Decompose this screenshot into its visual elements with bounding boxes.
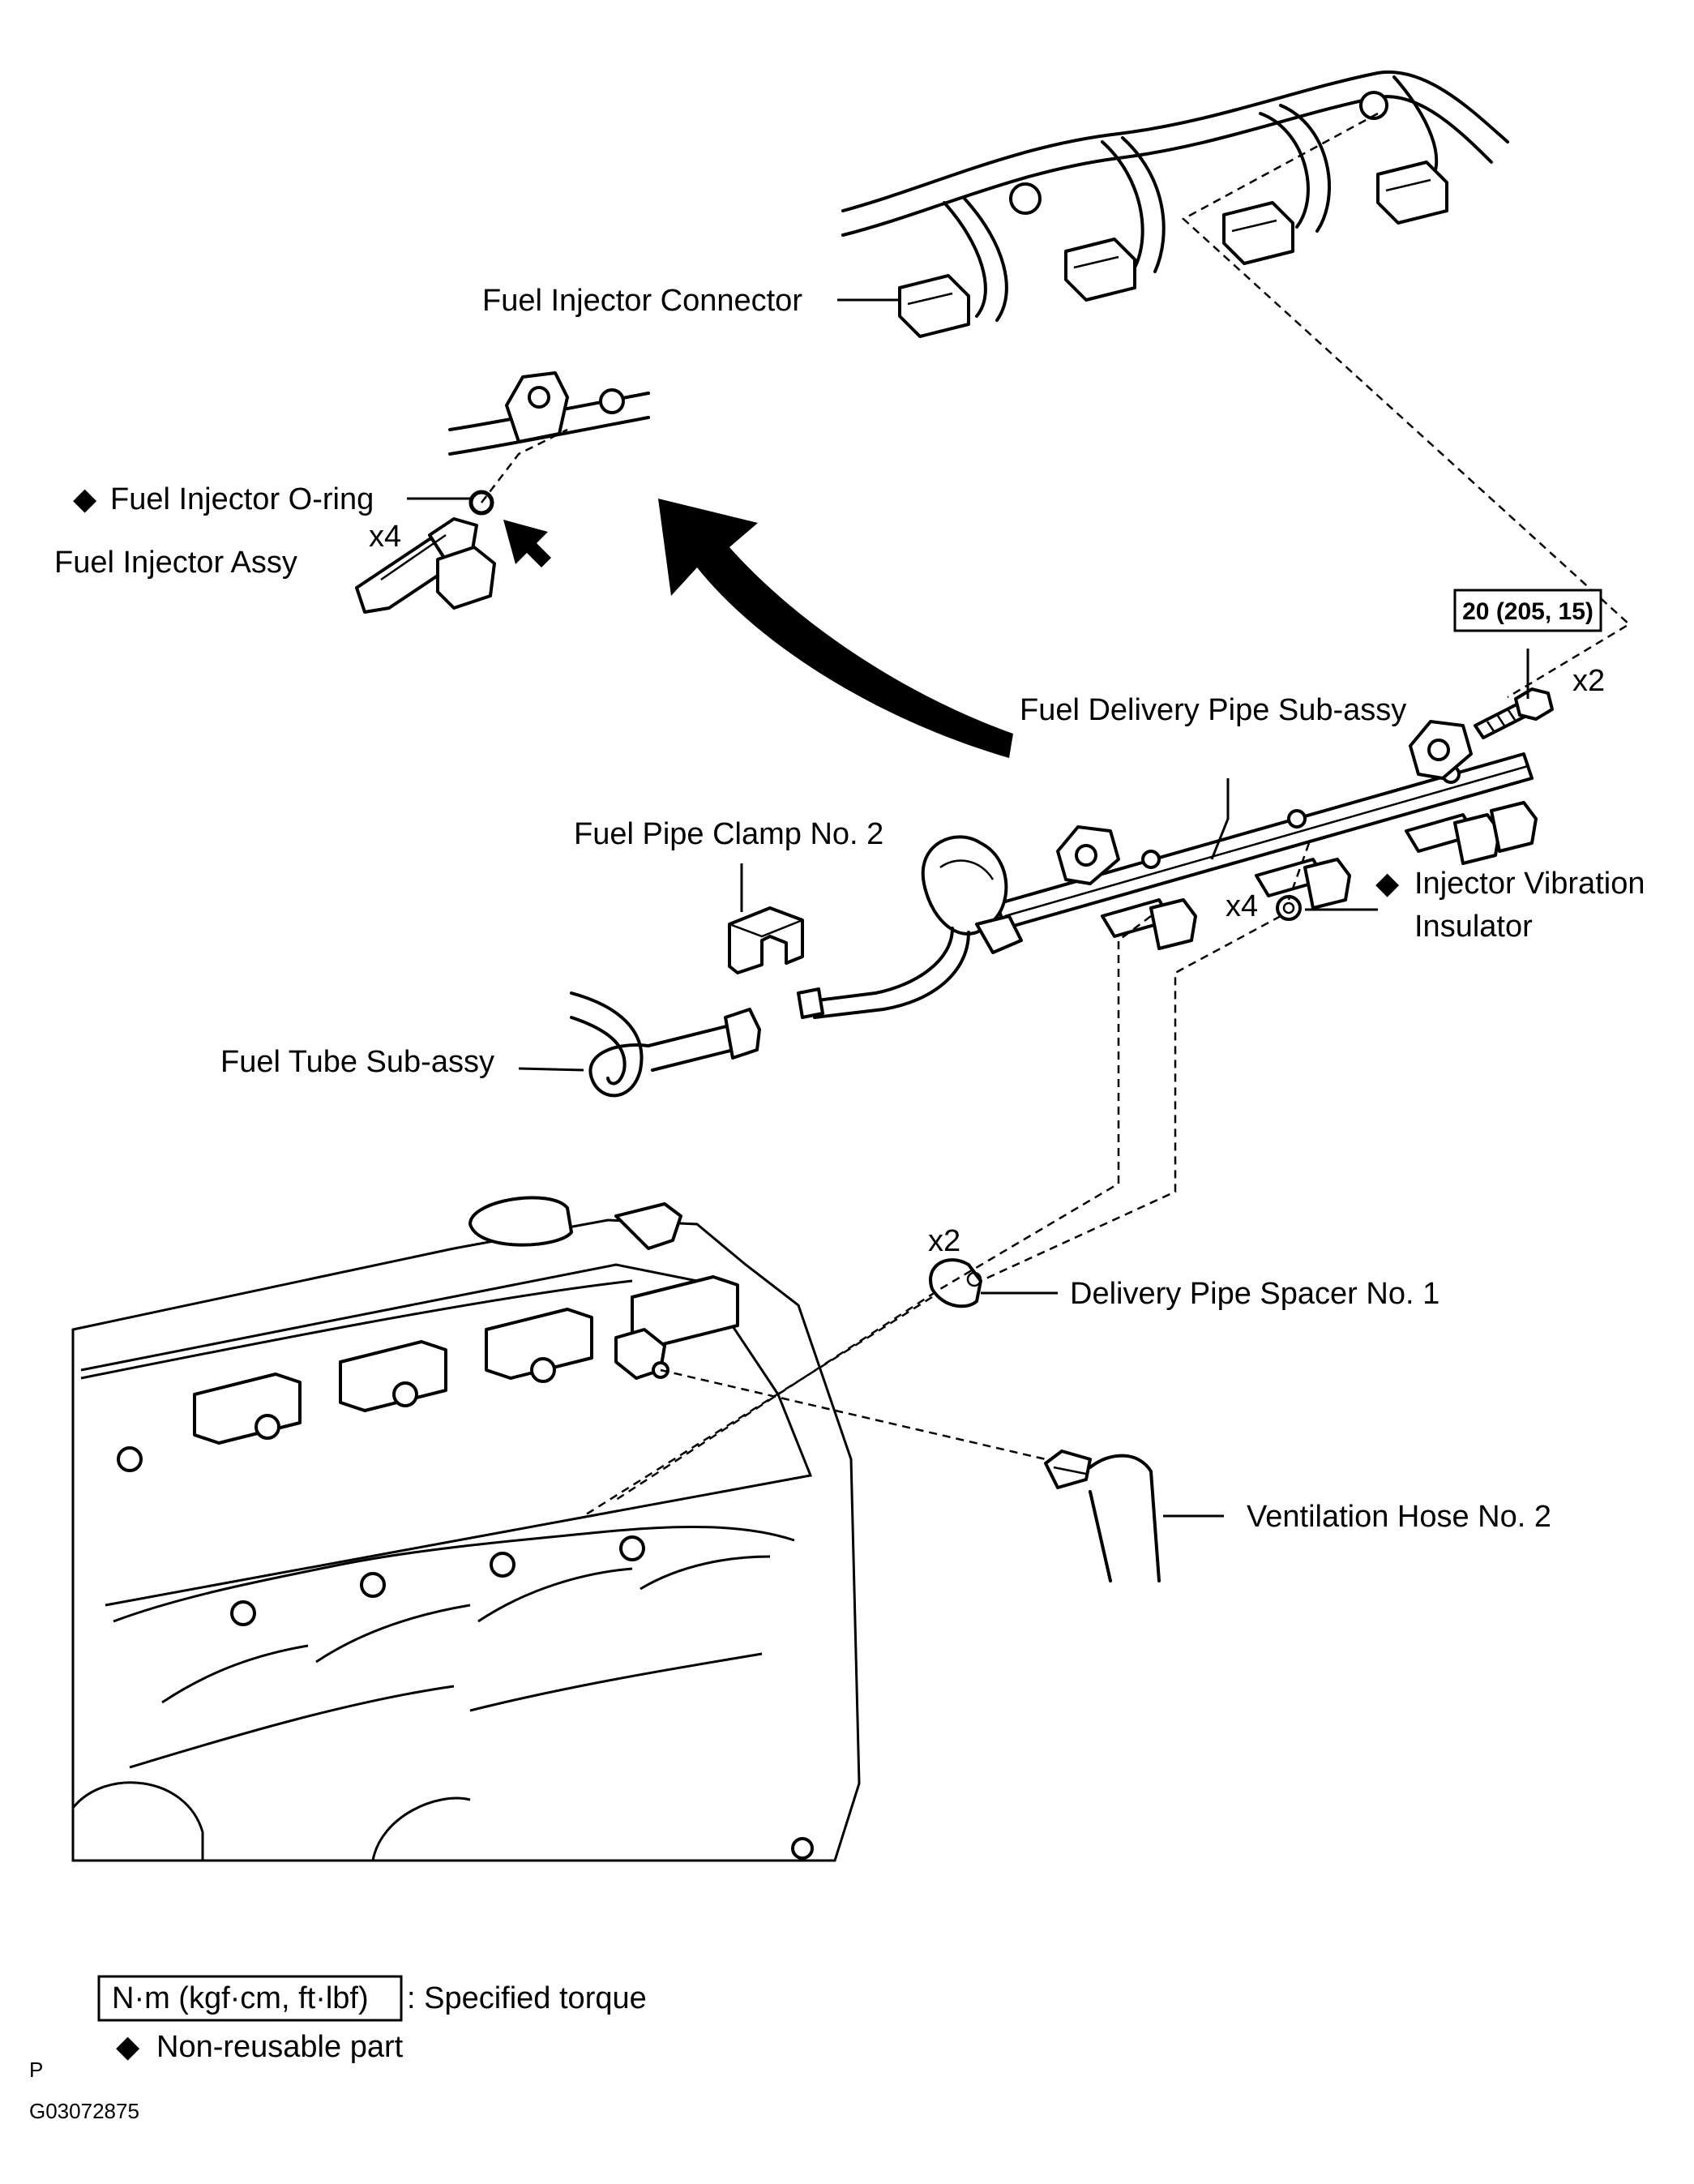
label-fuel-injector-connector: Fuel Injector Connector xyxy=(482,284,802,318)
torque-box xyxy=(1453,589,1602,632)
legend-nonreusable-desc: Non-reusable part xyxy=(156,2030,404,2064)
label-insulator-qty: x4 xyxy=(1226,889,1258,923)
insert-arrow xyxy=(503,520,551,567)
label-injector-qty: x4 xyxy=(369,520,401,554)
fuel-delivery-pipe xyxy=(797,720,1538,1019)
fuel-tube-shape xyxy=(570,991,761,1098)
label-injector-vibration-insulator-2: Insulator xyxy=(1414,910,1533,944)
page-letter: P xyxy=(29,2058,43,2082)
injector-vibration-insulator-shape xyxy=(1276,895,1302,921)
connector-1 xyxy=(898,274,970,338)
fuel-injector-assy-shape xyxy=(355,517,496,614)
legend-torque-box xyxy=(97,1975,403,2022)
fuel-pipe-clamp-shape xyxy=(728,906,804,974)
label-fuel-injector-oring: Fuel Injector O-ring xyxy=(110,482,374,516)
connector-4 xyxy=(1376,161,1448,225)
diamond-icon: ◆ xyxy=(1375,867,1400,901)
bolt xyxy=(1474,687,1554,739)
label-fuel-injector-assy: Fuel Injector Assy xyxy=(54,546,297,580)
engine-block xyxy=(71,1196,861,1862)
guide-lines xyxy=(481,112,1632,1518)
diamond-icon: ◆ xyxy=(73,482,97,516)
delivery-pipe-spacer-shape xyxy=(929,1258,982,1308)
legend-torque-desc: : Specified torque xyxy=(407,1981,647,2015)
figure-id: G03072875 xyxy=(29,2099,139,2123)
label-bolt-qty: x2 xyxy=(1572,664,1605,698)
diamond-icon: ◆ xyxy=(116,2030,140,2064)
label-spacer-qty: x2 xyxy=(928,1224,960,1258)
torque-value: 20 (205, 15) xyxy=(1462,598,1593,625)
legend: N·m (kgf·cm, ft·lbf) : Specified torque … xyxy=(97,1975,647,2064)
connector-2 xyxy=(1064,238,1136,302)
wire-harness xyxy=(841,70,1509,338)
legend-torque-units: N·m (kgf·cm, ft·lbf) xyxy=(112,1981,369,2015)
connector-3 xyxy=(1222,201,1294,265)
label-fuel-pipe-clamp: Fuel Pipe Clamp No. 2 xyxy=(574,817,883,851)
big-curved-arrow xyxy=(658,499,1013,758)
label-ventilation-hose: Ventilation Hose No. 2 xyxy=(1247,1500,1551,1534)
label-fuel-delivery-pipe: Fuel Delivery Pipe Sub-assy xyxy=(1020,693,1406,727)
label-injector-vibration-insulator-1: Injector Vibration xyxy=(1414,867,1645,901)
ventilation-hose-shape xyxy=(1044,1450,1161,1582)
label-fuel-tube: Fuel Tube Sub-assy xyxy=(220,1045,494,1079)
injector-detail xyxy=(355,371,650,614)
leader-lines xyxy=(407,298,1529,1518)
label-delivery-pipe-spacer: Delivery Pipe Spacer No. 1 xyxy=(1070,1277,1439,1311)
